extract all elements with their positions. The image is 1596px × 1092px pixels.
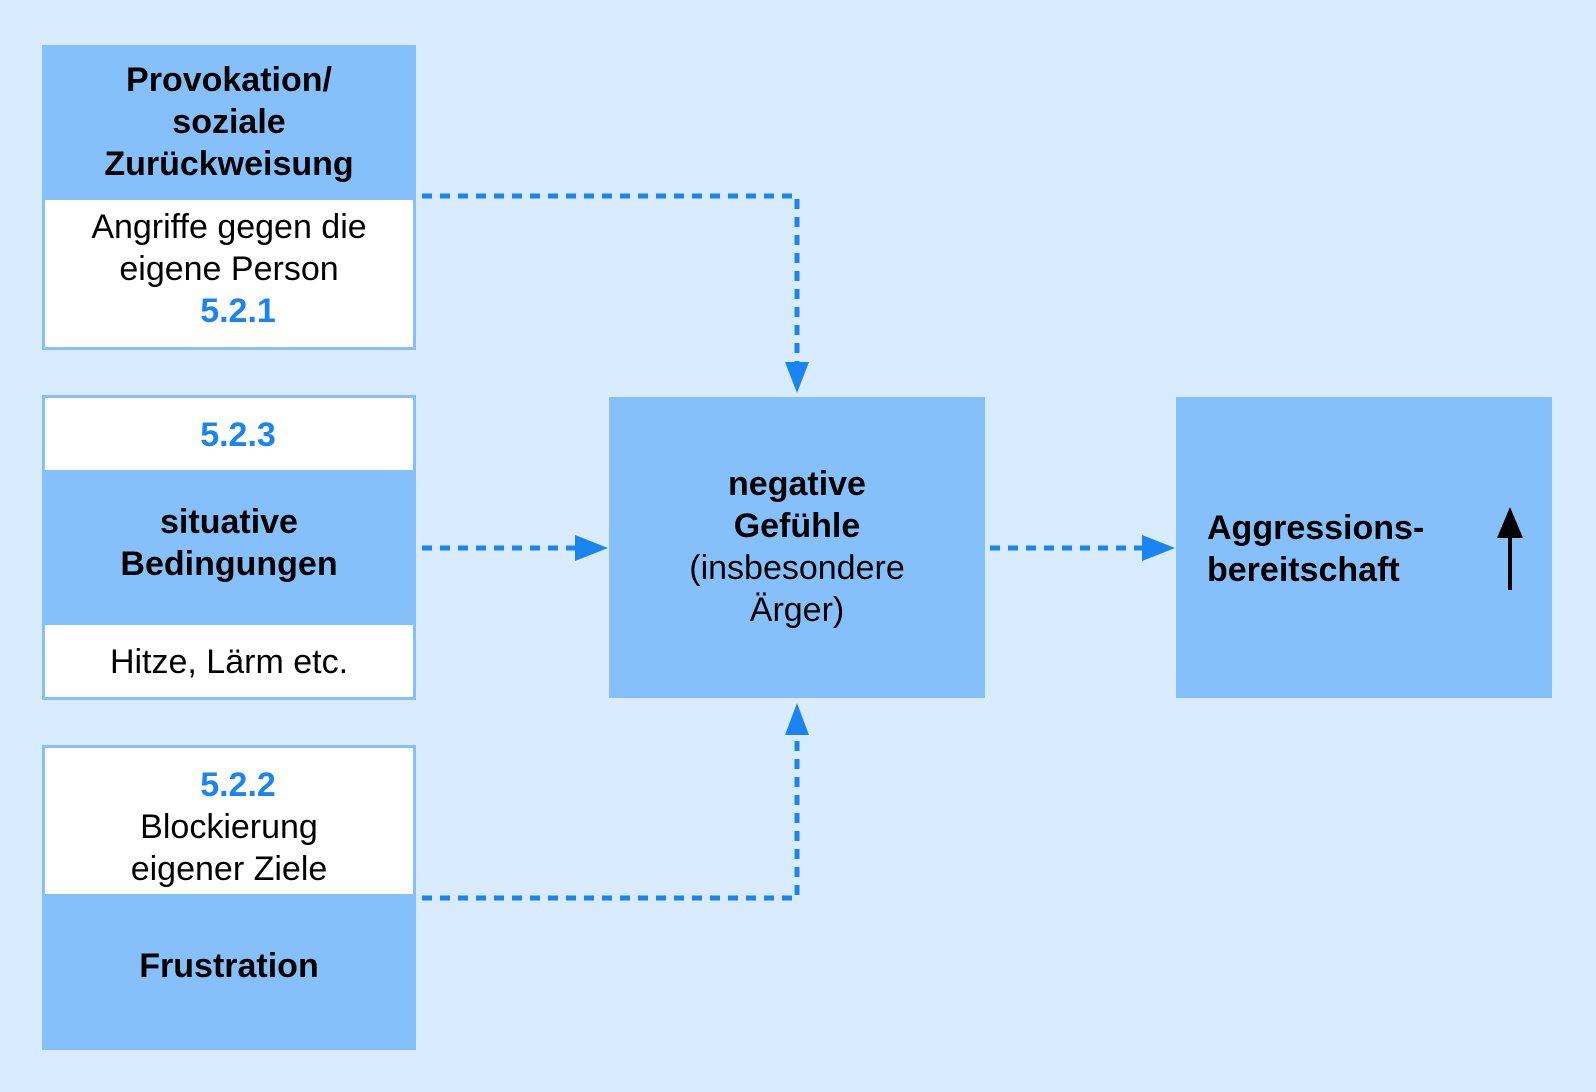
provocation-description: Angriffe gegen die eigene Person 5.2.1 <box>45 206 413 332</box>
provocation-description-panel: Angriffe gegen die eigene Person 5.2.1 <box>42 197 416 350</box>
frustration-reference: 5.2.2 <box>200 766 276 804</box>
situative-reference-panel: 5.2.3 <box>42 395 416 473</box>
situative-reference: 5.2.3 <box>200 416 276 454</box>
arrowhead-down-icon <box>785 362 809 393</box>
negative-feelings-description-line: Ärger) <box>749 591 845 629</box>
negative-feelings-box: negative Gefühle (insbesondere Ärger) <box>609 397 985 698</box>
provocation-description-line: Angriffe gegen die <box>91 208 367 246</box>
provocation-description-line: eigene Person <box>119 250 339 288</box>
arrow-up-icon <box>1497 507 1523 590</box>
negative-feelings-text: negative Gefühle (insbesondere Ärger) <box>609 463 985 631</box>
negative-feelings-title-line: Gefühle <box>733 507 861 545</box>
arrowhead-right-icon <box>575 535 608 561</box>
provocation-reference: 5.2.1 <box>200 292 276 330</box>
provocation-title-line: Provokation/ <box>126 61 332 99</box>
situative-title-line: situative <box>160 503 298 541</box>
provocation-title-line: soziale <box>172 103 286 141</box>
arrowhead-up-icon <box>785 703 809 735</box>
situative-title-line: Bedingungen <box>120 545 338 583</box>
situative-description-panel: Hitze, Lärm etc. <box>42 622 416 700</box>
situative-description: Hitze, Lärm etc. <box>109 643 349 681</box>
frustration-description-panel: 5.2.2 Blockierung eigener Ziele <box>42 745 416 897</box>
negative-feelings-description-line: (insbesondere <box>689 549 905 587</box>
aggression-title-line: Aggressions- <box>1207 509 1425 547</box>
provocation-title: Provokation/ soziale Zurückweisung <box>42 59 416 185</box>
frustration-description-line: eigener Ziele <box>130 850 328 888</box>
frustration-description-line: Blockierung <box>140 808 318 846</box>
provocation-box: Provokation/ soziale Zurückweisung Angri… <box>42 45 416 350</box>
aggression-title-line: bereitschaft <box>1207 551 1400 589</box>
connector-frustration <box>422 725 800 901</box>
frustration-title: Frustration <box>139 947 319 985</box>
frustration-box: 5.2.2 Blockierung eigener Ziele Frustrat… <box>42 745 416 1050</box>
frustration-description: 5.2.2 Blockierung eigener Ziele <box>45 764 413 890</box>
aggression-title: Aggressions- bereitschaft <box>1207 507 1552 591</box>
negative-feelings-title-line: negative <box>728 465 866 503</box>
provocation-title-line: Zurückweisung <box>104 145 354 183</box>
aggression-box: Aggressions- bereitschaft <box>1176 397 1552 698</box>
situative-box: 5.2.3 situative Bedingungen Hitze, Lärm … <box>42 395 416 700</box>
situative-title: situative Bedingungen <box>42 501 416 585</box>
connector-provocation <box>422 193 800 372</box>
arrowhead-right-icon <box>1142 535 1175 561</box>
